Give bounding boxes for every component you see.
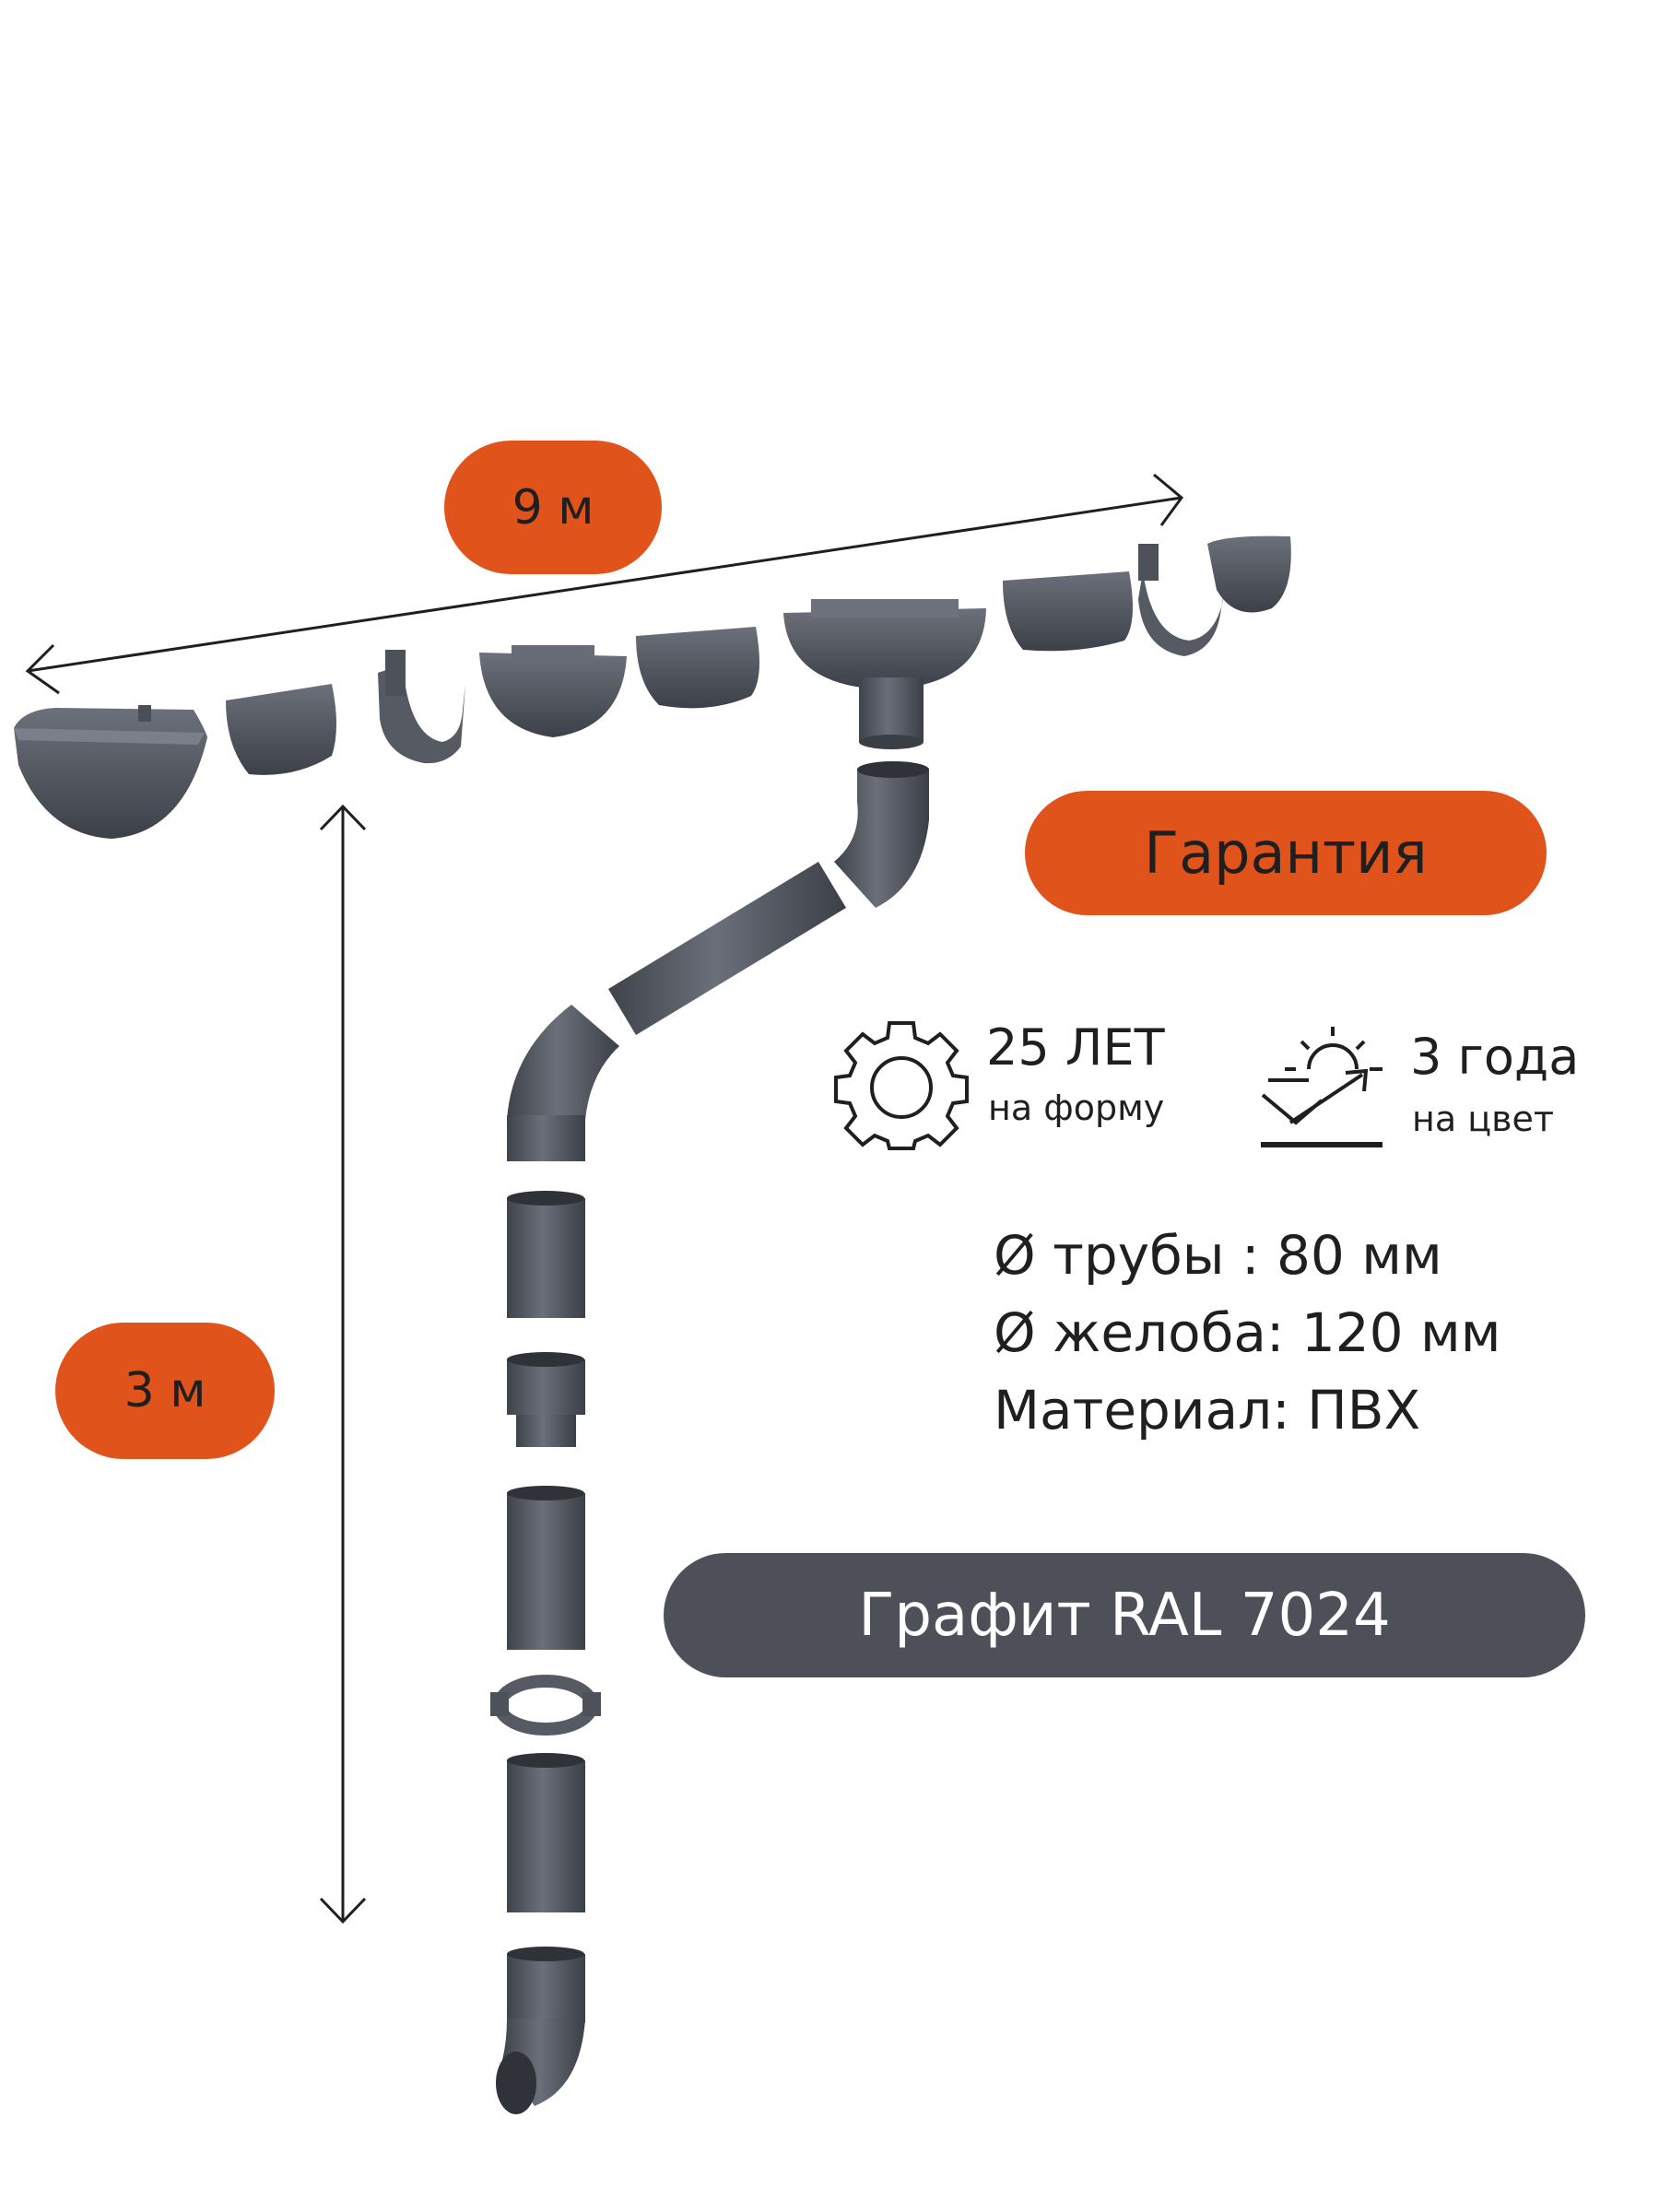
color-warranty-value: 3 года xyxy=(1410,1028,1580,1086)
length-label: 9 м xyxy=(512,479,594,535)
drain-outlet-elbow xyxy=(496,1947,585,2114)
warranty-title: Гарантия xyxy=(1144,819,1428,887)
specs-list: Ø трубы : 80 мм Ø желоба: 120 мм Материа… xyxy=(994,1217,1501,1449)
elbow-top xyxy=(834,761,929,908)
gutter-connector-1 xyxy=(479,645,627,737)
color-warranty-caption: на цвет xyxy=(1412,1099,1554,1139)
gutter-section-3 xyxy=(1003,571,1133,652)
gutter-section-2 xyxy=(636,627,759,709)
gutter-end-cap xyxy=(14,705,207,839)
height-badge: 3 м xyxy=(55,1323,275,1459)
pipe-coupling xyxy=(507,1352,585,1447)
height-dimension-arrow xyxy=(319,804,367,1924)
pipe-segment-2 xyxy=(507,1486,585,1650)
shape-warranty-caption: на форму xyxy=(988,1088,1165,1128)
gutter-end-cap-2 xyxy=(1207,535,1291,613)
spec-pipe-diameter: Ø трубы : 80 мм xyxy=(994,1224,1442,1287)
gutter-bracket-2 xyxy=(1138,544,1226,656)
color-label: Графит RAL 7024 xyxy=(858,1581,1391,1650)
pipe-clamp xyxy=(490,1675,601,1735)
sun-fade-icon xyxy=(1261,1027,1382,1147)
shape-warranty-value: 25 ЛЕТ xyxy=(986,1018,1165,1077)
pipe-segment-1 xyxy=(507,1191,585,1318)
gutter-outlet xyxy=(783,599,986,749)
warranty-badge: Гарантия xyxy=(1025,791,1547,915)
gear-icon xyxy=(834,1021,969,1150)
gutter-section-1 xyxy=(226,684,336,775)
height-label: 3 м xyxy=(124,1363,206,1418)
gutter-bracket-1 xyxy=(378,650,465,764)
length-dimension-arrow xyxy=(25,473,1184,695)
spec-material: Материал: ПВХ xyxy=(994,1379,1421,1441)
pipe-diagonal xyxy=(608,862,846,1035)
spec-gutter-diameter: Ø желоба: 120 мм xyxy=(994,1301,1501,1364)
length-badge: 9 м xyxy=(444,441,662,574)
pipe-segment-3 xyxy=(507,1753,585,1912)
color-badge: Графит RAL 7024 xyxy=(664,1553,1585,1677)
elbow-middle xyxy=(507,1005,619,1161)
